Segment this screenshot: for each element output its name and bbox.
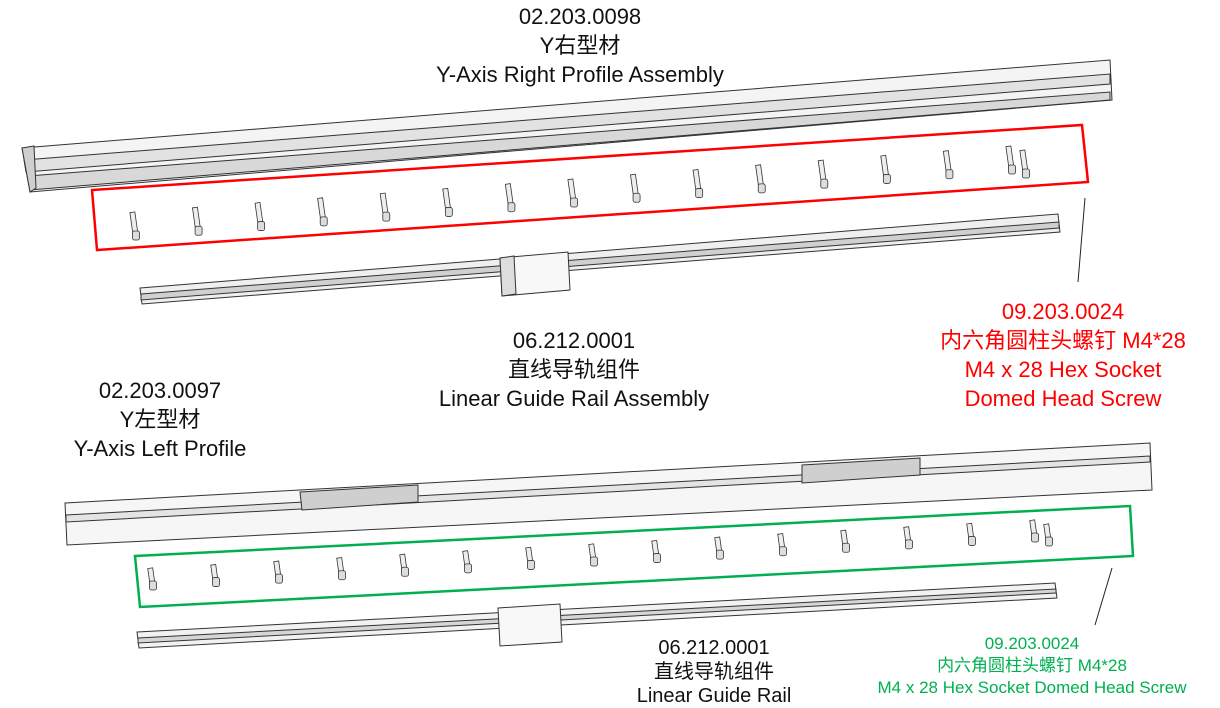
part-name-en: Y-Axis Left Profile — [73, 436, 247, 461]
screw-icon — [692, 169, 704, 198]
part-name-cn: 直线导轨组件 — [654, 661, 774, 683]
screw-icon — [1043, 523, 1053, 547]
part-name-cn: Y左型材 — [119, 407, 201, 432]
part-name-cn: 直线导轨组件 — [507, 357, 640, 382]
screw-icon — [903, 526, 913, 550]
part-code: 02.203.0097 — [98, 378, 222, 403]
screw-icon — [192, 206, 203, 236]
screw-icon — [1005, 145, 1016, 175]
screw-icon — [442, 187, 453, 217]
screw-icon — [147, 567, 157, 591]
screw-icon — [1029, 519, 1039, 543]
red-screw-group-box — [90, 123, 1090, 252]
screw-icon — [336, 557, 346, 581]
screw-icon — [942, 150, 954, 180]
screw-icon — [129, 211, 140, 241]
screw-icon — [588, 543, 598, 567]
part-name-cn: 内六角圆柱头螺钉 M4*28 — [937, 656, 1127, 675]
screw-icon — [880, 154, 891, 184]
left-profile-label: 02.203.0097 Y左型材 Y-Axis Left Profile — [40, 376, 280, 463]
part-name-en: Linear Guide Rail — [636, 685, 792, 707]
screw-icon — [817, 159, 829, 189]
bottom-linear-rail-part — [136, 582, 1058, 649]
part-name-en: Y-Axis Right Profile Assembly — [436, 62, 724, 87]
red-screw-label: 09.203.0024 内六角圆柱头螺钉 M4*28 M4 x 28 Hex S… — [908, 297, 1218, 413]
top-rail-label: 06.212.0001 直线导轨组件 Linear Guide Rail Ass… — [374, 326, 774, 413]
screw-icon — [777, 533, 787, 557]
top-linear-rail-part — [139, 213, 1061, 305]
right-profile-part — [21, 59, 1113, 193]
part-code: 06.212.0001 — [658, 637, 770, 659]
screw-icon — [630, 173, 641, 203]
green-screw-label: 09.203.0024 内六角圆柱头螺钉 M4*28 M4 x 28 Hex S… — [850, 633, 1214, 699]
screw-icon — [462, 550, 472, 574]
part-code: 09.203.0024 — [1001, 299, 1125, 324]
part-code: 09.203.0024 — [984, 634, 1080, 653]
right-profile-label: 02.203.0098 Y右型材 Y-Axis Right Profile As… — [380, 2, 780, 89]
screw-icon — [840, 529, 850, 553]
green-leader-line — [1094, 567, 1113, 626]
part-name-en-2: Domed Head Screw — [964, 386, 1162, 411]
part-name-cn: Y右型材 — [539, 33, 621, 58]
part-code: 06.212.0001 — [512, 328, 636, 353]
part-name-cn: 内六角圆柱头螺钉 M4*28 — [940, 328, 1186, 353]
green-screw-group-box — [133, 504, 1135, 609]
screw-icon — [966, 522, 976, 546]
screw-icon — [317, 197, 328, 227]
part-code: 02.203.0098 — [518, 4, 642, 29]
screw-icon — [567, 178, 578, 208]
screw-icon — [254, 202, 266, 231]
screw-icon — [504, 183, 516, 213]
screw-icon — [755, 164, 766, 194]
screw-icon — [399, 553, 409, 577]
left-profile-part — [64, 442, 1153, 546]
part-name-en: Linear Guide Rail Assembly — [438, 386, 710, 411]
part-name-en-1: M4 x 28 Hex Socket — [964, 357, 1162, 382]
screw-icon — [273, 560, 283, 584]
screw-icon — [714, 536, 724, 560]
screw-icon — [525, 546, 535, 570]
part-name-en: M4 x 28 Hex Socket Domed Head Screw — [877, 678, 1187, 697]
screw-icon — [379, 192, 391, 222]
screw-icon — [1019, 149, 1030, 179]
red-leader-line — [1077, 197, 1086, 283]
bottom-rail-label: 06.212.0001 直线导轨组件 Linear Guide Rail — [584, 636, 844, 708]
screw-icon — [651, 539, 661, 563]
screw-icon — [210, 563, 220, 587]
